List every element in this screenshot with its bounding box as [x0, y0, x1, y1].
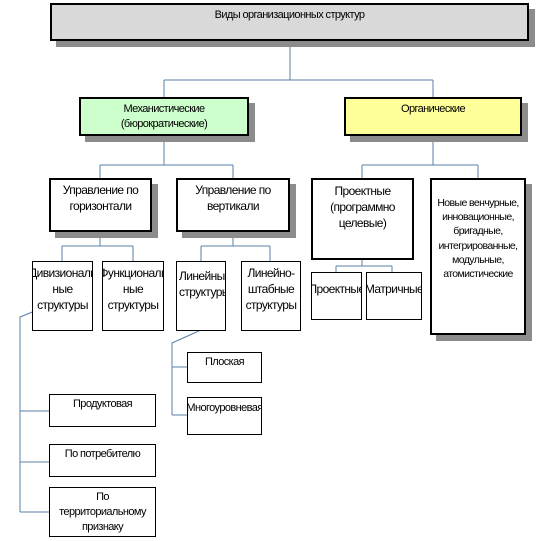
connector-organic-children: [361, 136, 479, 178]
matrix-node: Матричные: [366, 272, 422, 320]
diagram-title: Виды организационных структур: [50, 3, 529, 41]
line-staff-structures-node: Линейно- штабные структуры: [241, 261, 301, 331]
horizontal-management-node: Управление по горизонтали: [49, 178, 152, 232]
product-node: Продуктовая: [49, 394, 156, 427]
mechanistic-node: Механистические (бюрократические): [79, 97, 249, 136]
connector-title-to-level1: [163, 41, 434, 97]
linear-structures-node: Линейные структуры: [176, 261, 226, 331]
territorial-node: По территориальному признаку: [49, 487, 156, 537]
flat-node: Плоская: [187, 352, 262, 383]
connector-project-children: [335, 260, 393, 272]
divisional-structures-node: Дивизиональ ные структуры: [32, 261, 93, 331]
project-node: Проектные: [311, 272, 362, 320]
connector-divisional-children: [19, 299, 63, 513]
connector-horizontal-children: [61, 232, 134, 261]
multilevel-node: Многоуровневая: [187, 397, 262, 435]
functional-structures-node: Функциональ ные структуры: [102, 261, 164, 331]
connector-vertical-children: [200, 232, 271, 261]
project-group-node: Проектные (программно целевые): [311, 178, 414, 260]
vertical-management-node: Управление по вертикали: [176, 178, 290, 232]
organic-node: Органические: [344, 97, 522, 136]
connector-mechanistic-children: [99, 136, 234, 178]
connector-linear-children: [171, 329, 202, 416]
consumer-node: По потребителю: [49, 444, 156, 477]
new-types-node: Новые венчурные, инновационные, бригадны…: [430, 178, 526, 335]
